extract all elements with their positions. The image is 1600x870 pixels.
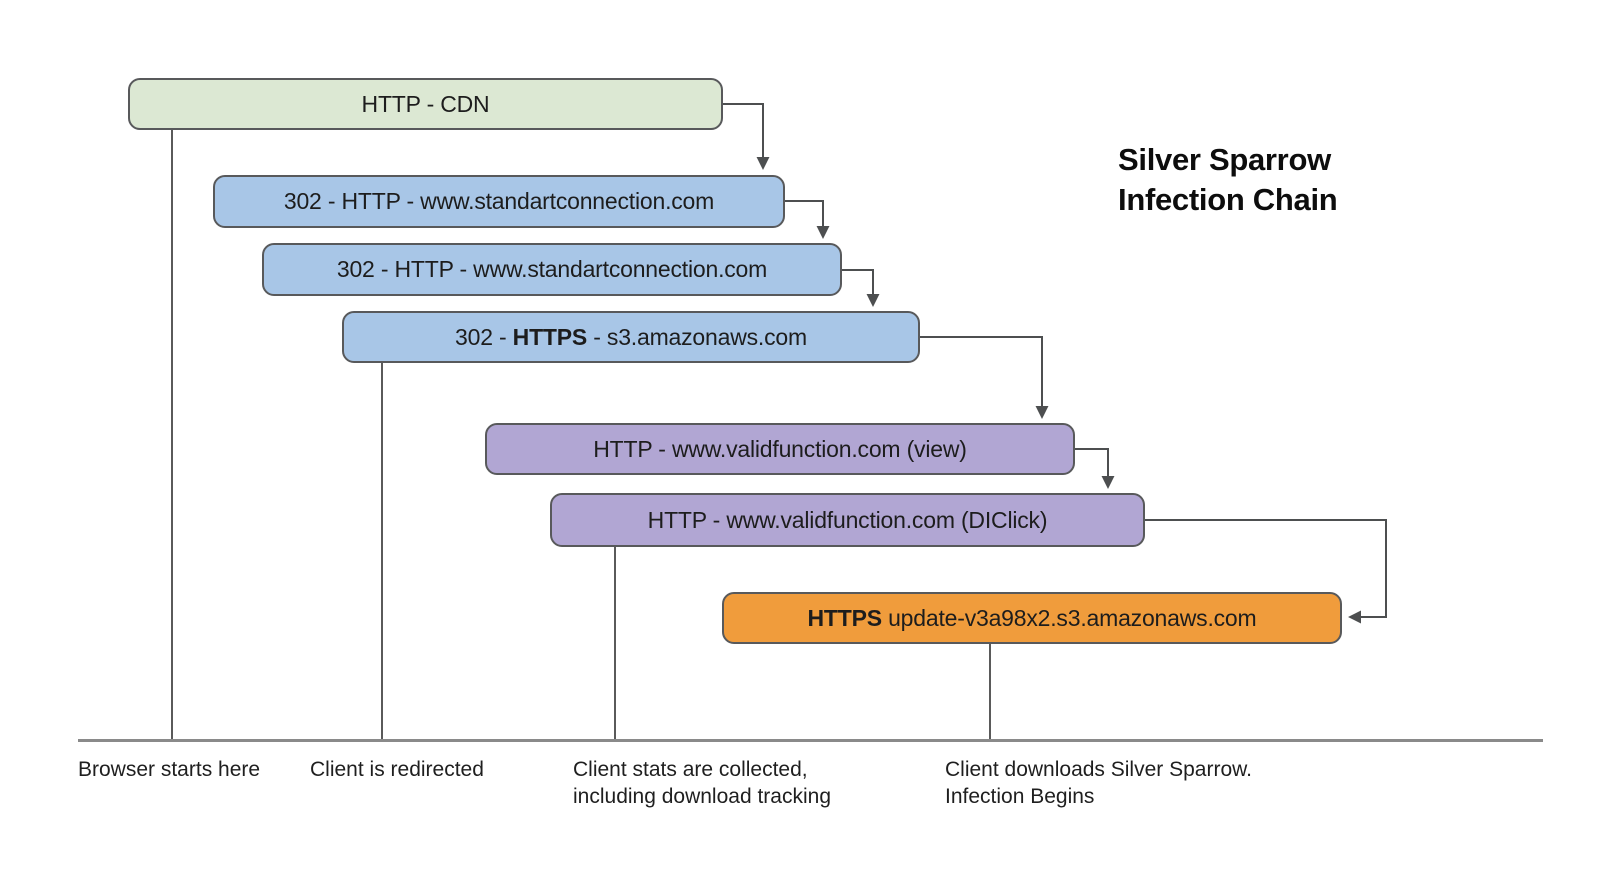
timeline-baseline [78, 739, 1543, 742]
node-validfunction-diclick: HTTP - www.validfunction.com (DIClick) [550, 493, 1145, 547]
timeline-label-redirect: Client is redirected [310, 756, 484, 783]
node-http-cdn: HTTP - CDN [128, 78, 723, 130]
diagram-title: Silver Sparrow Infection Chain [1118, 140, 1338, 220]
label-line: Client is redirected [310, 758, 484, 781]
arrow-diclick-to-payload [1145, 519, 1387, 624]
node-payload-download: HTTPS update-v3a98x2.s3.amazonaws.com [722, 592, 1342, 644]
label-line: Browser starts here [78, 758, 261, 781]
tick-download [989, 644, 991, 740]
tick-stats [614, 547, 616, 740]
arrow-view-to-diclick [1075, 448, 1115, 489]
node-text: HTTP - CDN [361, 90, 490, 117]
node-text: 302 - [455, 323, 513, 350]
node-text: 302 - HTTP - www.standartconnection.com [283, 188, 715, 214]
node-text: HTTP - www.validfunction.com (view) [593, 435, 967, 462]
tick-browser-start [171, 130, 173, 740]
node-redirect-https-s3: 302 - HTTPS - s3.amazonaws.com [342, 311, 920, 363]
timeline-label-stats: Client stats are collected, including do… [573, 756, 831, 810]
node-text: 302 - HTTP - www.standartconnection.com [336, 256, 768, 282]
node-redirect-1: 302 - HTTP - www.standartconnection.com [213, 175, 785, 228]
arrow-https-s3-to-view [920, 336, 1049, 419]
node-text: - s3.amazonaws.com [587, 323, 807, 350]
arrow-cdn-to-redirect1 [723, 103, 770, 170]
node-redirect-2: 302 - HTTP - www.standartconnection.com [262, 243, 842, 296]
node-text: update-v3a98x2.s3.amazonaws.com [881, 604, 1257, 631]
arrow-redirect2-to-https-s3 [842, 269, 880, 307]
node-validfunction-view: HTTP - www.validfunction.com (view) [485, 423, 1075, 475]
node-text-bold: HTTPS [512, 323, 588, 350]
label-line: Client stats are collected, [573, 758, 808, 781]
timeline-label-browser-start: Browser starts here [78, 756, 260, 783]
timeline-label-download: Client downloads Silver Sparrow. Infecti… [945, 756, 1252, 810]
label-line: including download tracking [573, 785, 831, 808]
arrow-redirect1-to-redirect2 [785, 200, 830, 239]
node-text: HTTP - www.validfunction.com (DIClick) [647, 506, 1048, 533]
label-line: Infection Begins [945, 785, 1095, 808]
label-line: Client downloads Silver Sparrow. [945, 758, 1252, 781]
tick-redirect [381, 363, 383, 740]
diagram-title-line2: Infection Chain [1118, 182, 1338, 217]
node-text-bold: HTTPS [807, 604, 883, 631]
diagram-title-line1: Silver Sparrow [1118, 142, 1331, 177]
